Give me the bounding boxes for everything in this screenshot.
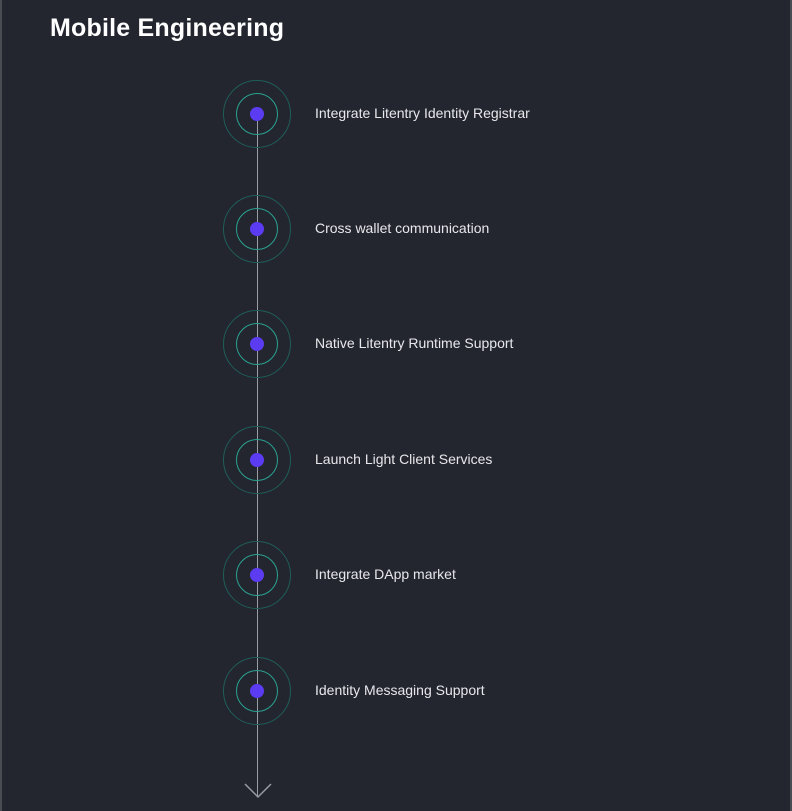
timeline-item: Integrate DApp market — [0, 541, 792, 609]
page-title: Mobile Engineering — [50, 14, 285, 42]
timeline-item: Launch Light Client Services — [0, 426, 792, 494]
milestone-marker-icon — [223, 195, 291, 263]
milestone-marker-icon — [223, 426, 291, 494]
timeline-item: Identity Messaging Support — [0, 657, 792, 725]
milestone-label: Identity Messaging Support — [315, 682, 485, 698]
milestone-label: Cross wallet communication — [315, 220, 490, 236]
milestone-marker-icon — [223, 80, 291, 148]
timeline-item: Cross wallet communication — [0, 195, 792, 263]
milestone-marker-icon — [223, 310, 291, 378]
milestone-label: Launch Light Client Services — [315, 451, 493, 467]
timeline-item: Native Litentry Runtime Support — [0, 310, 792, 378]
milestone-marker-icon — [223, 657, 291, 725]
chevron-down-icon — [244, 783, 272, 799]
milestone-label: Native Litentry Runtime Support — [315, 335, 514, 351]
milestone-label: Integrate DApp market — [315, 566, 456, 582]
milestone-marker-icon — [223, 541, 291, 609]
timeline-item: Integrate Litentry Identity Registrar — [0, 80, 792, 148]
milestone-label: Integrate Litentry Identity Registrar — [315, 105, 530, 121]
